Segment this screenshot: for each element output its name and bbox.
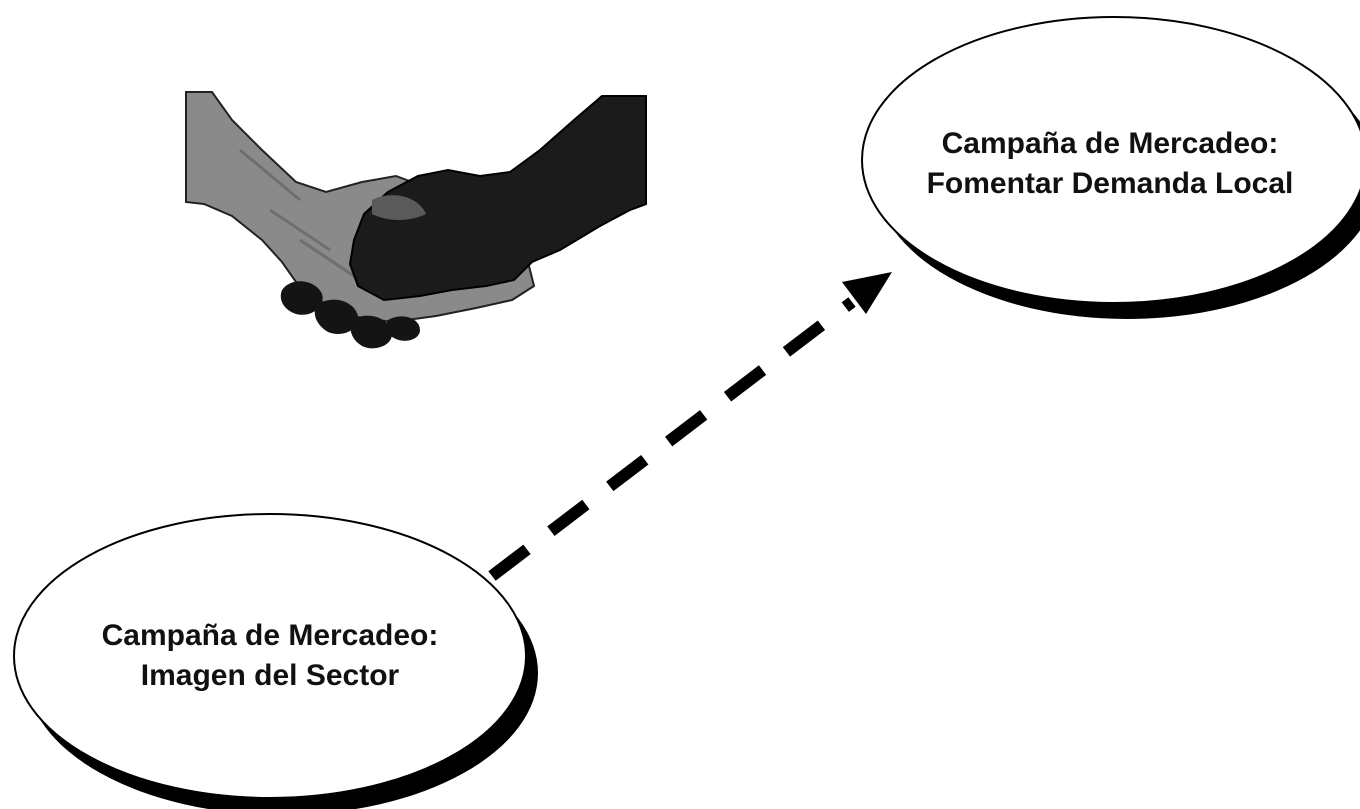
node-fomentar-line2: Fomentar Demanda Local [927,167,1294,200]
node-fomentar-demanda-local: Campaña de Mercadeo: Fomentar Demanda Lo… [861,16,1360,319]
node-imagen-line2: Imagen del Sector [141,659,400,692]
handshake-icon [185,91,647,349]
arrowhead-icon [842,272,892,314]
node-imagen-del-sector: Campaña de Mercadeo: Imagen del Sector [13,513,538,809]
node-imagen-line1: Campaña de Mercadeo: [102,619,439,652]
dashed-connector-arrow [488,272,892,581]
node-fomentar-line1: Campaña de Mercadeo: [942,127,1279,160]
